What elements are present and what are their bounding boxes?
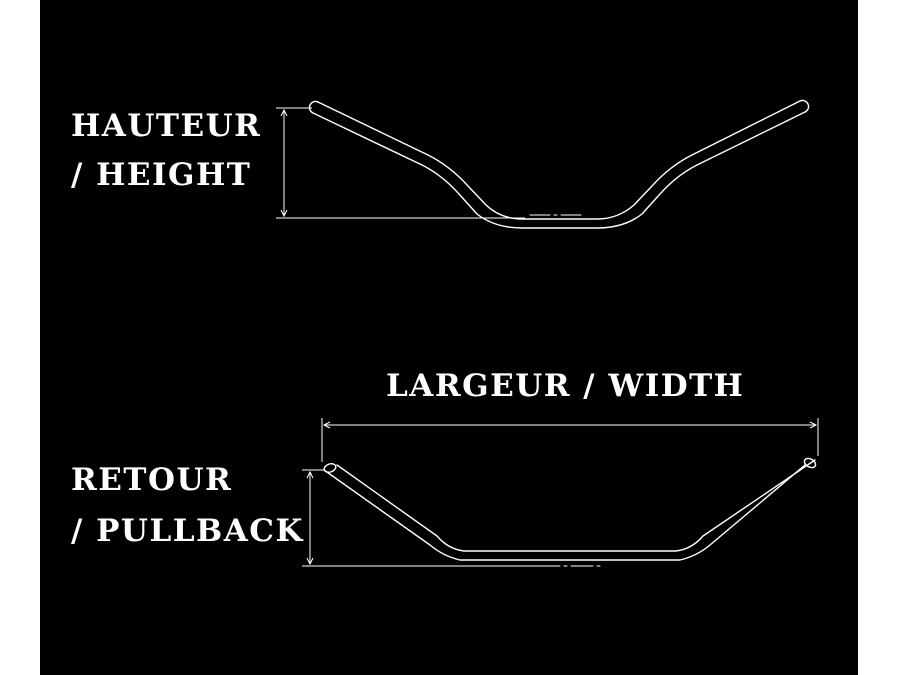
height-arrow-bottom	[280, 209, 288, 218]
handlebar-top-outline-outer	[323, 464, 806, 561]
handlebar-front-right-end	[799, 99, 810, 113]
width-label: LARGEUR / WIDTH	[386, 368, 745, 404]
handlebar-front-outline-upper	[317, 100, 801, 220]
pullback-label-en: / PULLBACK	[71, 513, 304, 549]
width-dimension	[321, 418, 819, 462]
handlebar-front-outline-lower	[312, 111, 806, 229]
width-arrow-left	[322, 421, 331, 429]
handlebar-top-view	[323, 457, 817, 567]
height-dimension	[276, 107, 525, 219]
height-label-en: / HEIGHT	[71, 157, 252, 193]
handlebar-top-outline-inner	[336, 459, 816, 552]
handlebar-front-view	[308, 99, 810, 229]
pullback-arrow-top	[306, 470, 314, 479]
handlebar-top-right-end	[803, 457, 817, 469]
handlebar-front-left-end	[308, 100, 319, 114]
pullback-label-fr: RETOUR	[71, 462, 233, 498]
handlebar-drawing	[276, 99, 819, 567]
handlebar-top-left-end	[323, 463, 337, 473]
height-label-fr: HAUTEUR	[71, 108, 262, 144]
pullback-dimension	[302, 469, 538, 567]
height-arrow-top	[280, 108, 288, 117]
diagram-canvas: HAUTEUR / HEIGHT LARGEUR / WIDTH RETOUR …	[40, 0, 858, 675]
pullback-arrow-bottom	[306, 557, 314, 566]
width-arrow-right	[809, 421, 818, 429]
